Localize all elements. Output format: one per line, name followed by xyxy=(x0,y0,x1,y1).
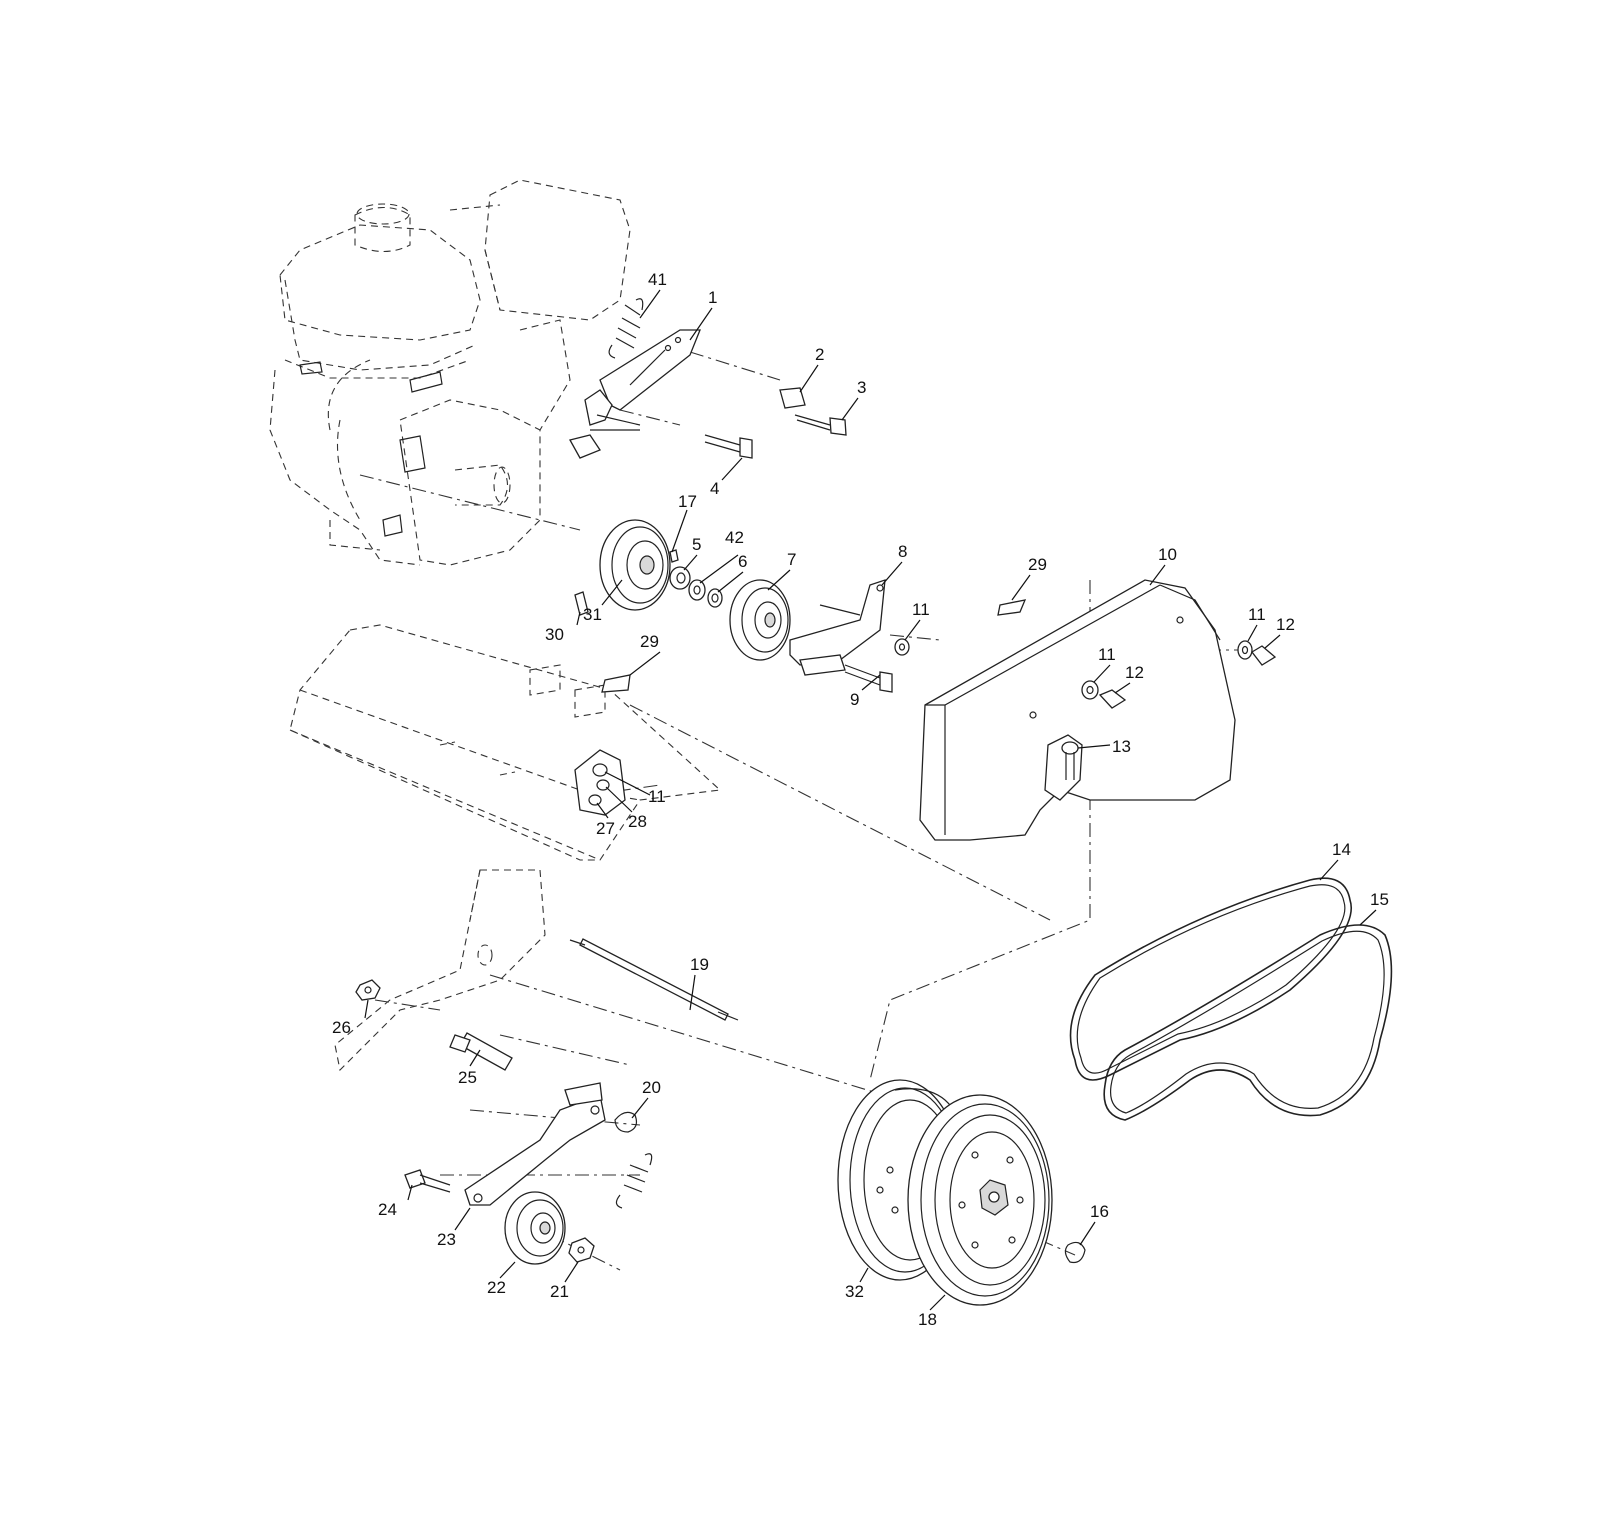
part-24-bolt xyxy=(404,1169,451,1193)
part-27-28-plate xyxy=(574,749,626,816)
part-30-key xyxy=(574,591,589,616)
engine-phantom xyxy=(269,179,631,566)
part-31-engine-pulley xyxy=(599,519,671,611)
part-7-idler-pulley xyxy=(729,579,791,661)
callout-42: 42 xyxy=(725,528,744,547)
callout-11-c: 11 xyxy=(1098,645,1116,664)
callout-leaders xyxy=(364,289,1377,1311)
callout-31: 31 xyxy=(583,605,602,624)
part-18-tine-pulley xyxy=(907,1094,1053,1306)
part-14-belt xyxy=(1069,877,1352,1081)
callout-12-b: 12 xyxy=(1125,663,1144,682)
callout-20: 20 xyxy=(642,1078,661,1097)
callout-16: 16 xyxy=(1090,1202,1109,1221)
callout-9: 9 xyxy=(850,690,859,709)
part-10-belt-cover xyxy=(919,579,1236,841)
part-8-idler-arm xyxy=(789,579,886,676)
callout-18: 18 xyxy=(918,1310,937,1329)
callout-28: 28 xyxy=(628,812,647,831)
callout-22: 22 xyxy=(487,1278,506,1297)
part-6-washer xyxy=(707,588,723,608)
callout-4: 4 xyxy=(710,479,719,498)
part-29-clip-b xyxy=(601,674,631,693)
callout-25: 25 xyxy=(458,1068,477,1087)
callout-2: 2 xyxy=(815,345,824,364)
frame-bracket-phantom xyxy=(334,869,546,1072)
callout-labels: 1 2 3 4 5 6 7 8 9 10 11 11 11 11 12 12 1… xyxy=(332,270,1389,1329)
part-21-nut xyxy=(568,1237,595,1263)
part-12-acorn-nut-a xyxy=(1251,645,1277,666)
callout-19: 19 xyxy=(690,955,709,974)
callout-6: 6 xyxy=(738,552,747,571)
callout-32: 32 xyxy=(845,1282,864,1301)
callout-11-d: 11 xyxy=(648,787,666,806)
part-11-washer-c xyxy=(1237,640,1253,660)
part-29-clip-a xyxy=(997,599,1027,616)
part-25-pin xyxy=(449,1032,513,1071)
callout-27: 27 xyxy=(596,819,615,838)
part-22-idler-pulley xyxy=(504,1191,566,1265)
callout-7: 7 xyxy=(787,550,796,569)
part-15-belt xyxy=(1103,924,1393,1121)
tine-shield-phantom xyxy=(289,624,722,861)
callout-8: 8 xyxy=(898,542,907,561)
callout-14: 14 xyxy=(1332,840,1351,859)
callout-11-b: 11 xyxy=(1248,605,1266,624)
part-11-washer-b xyxy=(1081,680,1099,700)
callout-26: 26 xyxy=(332,1018,351,1037)
part-12-acorn-nut-b xyxy=(1098,689,1127,709)
part-19-axle-shaft xyxy=(569,938,739,1021)
callout-12-a: 12 xyxy=(1276,615,1295,634)
callout-29-a: 29 xyxy=(1028,555,1047,574)
assembly-centerlines xyxy=(359,351,1240,1271)
callout-41: 41 xyxy=(648,270,667,289)
callout-1: 1 xyxy=(708,288,717,307)
callout-3: 3 xyxy=(857,378,866,397)
callout-17: 17 xyxy=(678,492,697,511)
callout-29-b: 29 xyxy=(640,632,659,651)
callout-11-a: 11 xyxy=(912,600,930,619)
part-17-screw xyxy=(669,549,679,563)
part-4-bolt xyxy=(704,434,753,459)
callout-15: 15 xyxy=(1370,890,1389,909)
callout-23: 23 xyxy=(437,1230,456,1249)
part-42-washer xyxy=(688,579,706,601)
tension-spring xyxy=(615,1153,653,1209)
callout-13: 13 xyxy=(1112,737,1131,756)
callout-21: 21 xyxy=(550,1282,569,1301)
part-20-retainer xyxy=(614,1111,638,1133)
part-5-nut xyxy=(669,566,691,590)
part-13-bolt xyxy=(1061,741,1079,780)
callout-10: 10 xyxy=(1158,545,1177,564)
part-2-clip xyxy=(779,387,806,409)
callout-5: 5 xyxy=(692,535,701,554)
part-11-washer-a xyxy=(894,638,910,656)
callout-24: 24 xyxy=(378,1200,397,1219)
part-23-idler-bracket xyxy=(464,1082,606,1206)
part-1-idler-bracket xyxy=(569,329,701,459)
part-26-nut xyxy=(355,979,381,1001)
part-16-e-ring xyxy=(1064,1241,1086,1264)
part-3-bolt xyxy=(794,414,847,436)
callout-30: 30 xyxy=(545,625,564,644)
part-9-bolt xyxy=(844,664,893,693)
part-41-spring xyxy=(608,298,644,359)
